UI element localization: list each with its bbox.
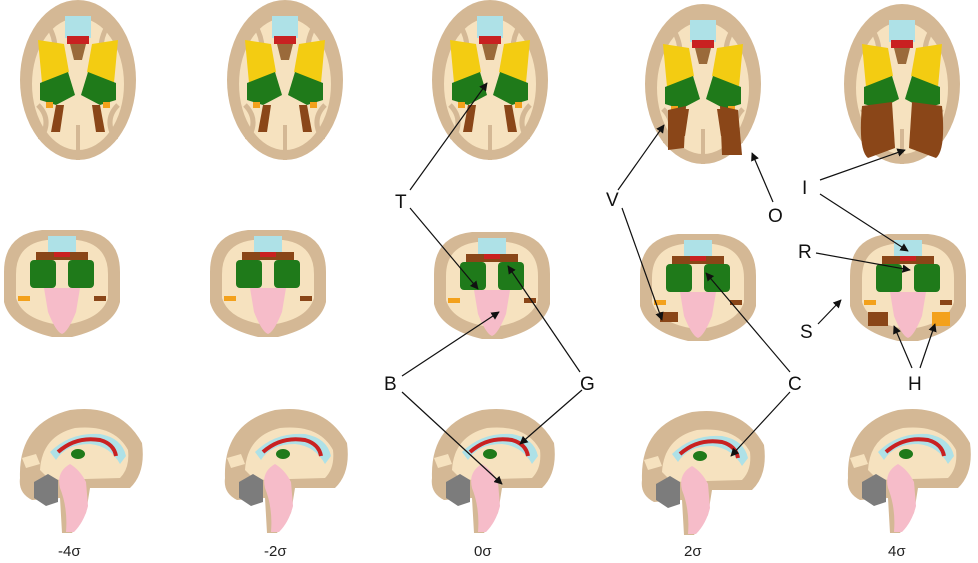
- label-h: H: [908, 374, 922, 395]
- label-r: R: [798, 242, 812, 263]
- coronal-slice-neg4: [4, 230, 120, 337]
- coronal-slice-pos4: [850, 234, 966, 341]
- label-s: S: [800, 322, 813, 343]
- axial-slice-neg4: [20, 0, 136, 160]
- sagittal-slice-neg4: [20, 409, 143, 533]
- label-t: T: [395, 192, 407, 213]
- coronal-slice-pos2: [640, 234, 756, 341]
- coronal-slice-0: [434, 232, 550, 339]
- axial-slice-pos2: [645, 4, 761, 164]
- column-label-0: 0σ: [474, 543, 492, 560]
- column-label-neg2: -2σ: [264, 543, 287, 560]
- label-i: I: [802, 178, 807, 199]
- arrow-v-axial: [618, 125, 664, 190]
- column-label-pos4: 4σ: [888, 543, 906, 560]
- coronal-slice-neg2: [210, 230, 326, 337]
- sagittal-slice-0: [432, 409, 555, 533]
- sagittal-slice-neg2: [225, 409, 348, 533]
- label-g: G: [580, 374, 595, 395]
- axial-slice-neg2: [227, 0, 343, 160]
- label-v: V: [606, 190, 619, 211]
- label-b: B: [384, 374, 397, 395]
- label-o: O: [768, 206, 783, 227]
- arrow-i-axial: [820, 150, 905, 180]
- column-label-pos2: 2σ: [684, 543, 702, 560]
- arrow-s: [818, 300, 841, 324]
- sagittal-slice-pos2: [642, 411, 765, 535]
- axial-slice-pos4: [844, 4, 960, 164]
- label-c: C: [788, 374, 802, 395]
- arrow-o: [752, 153, 773, 202]
- sagittal-slice-pos4: [848, 409, 971, 533]
- column-label-neg4: -4σ: [58, 543, 81, 560]
